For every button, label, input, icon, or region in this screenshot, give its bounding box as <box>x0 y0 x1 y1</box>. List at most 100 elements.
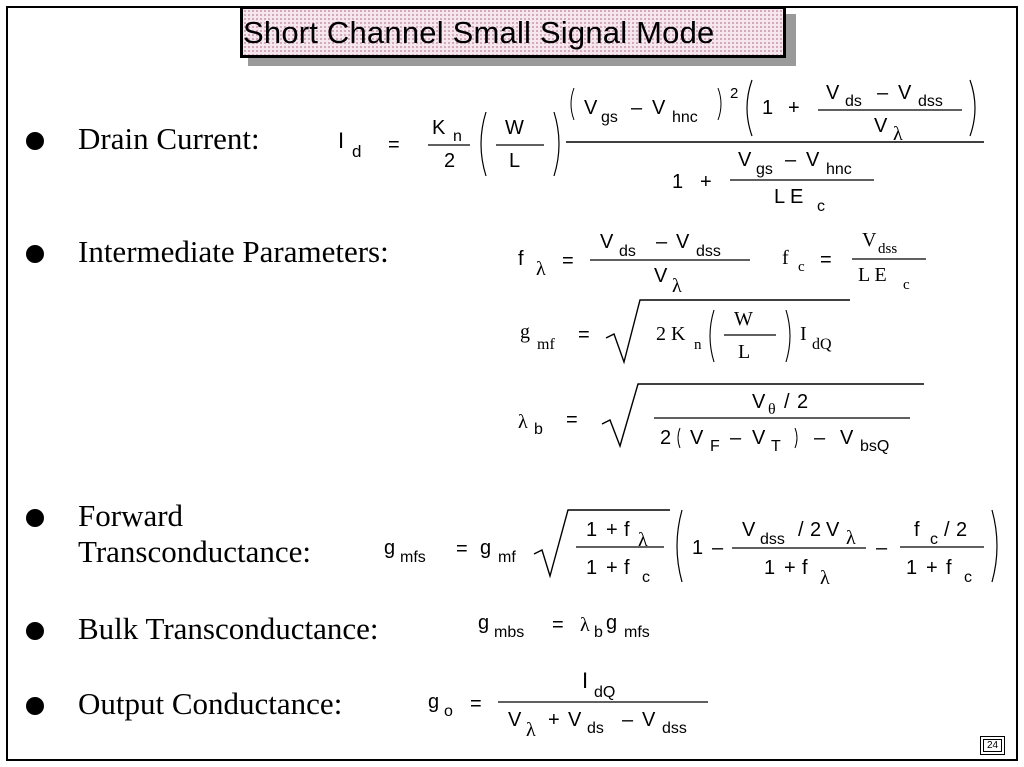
bullet-forward-transconductance: Forward Transconductance: <box>26 498 311 570</box>
lambda-symbol: λ <box>518 411 528 433</box>
var-f: f <box>782 247 789 269</box>
slide-title: Short Channel Small Signal Mode <box>243 15 715 50</box>
page-number: 24 <box>983 739 1002 752</box>
sqrt-sign <box>533 509 670 579</box>
plus-sign: + <box>788 97 800 119</box>
paren-right <box>991 509 998 583</box>
sub-dss: dss <box>878 241 897 257</box>
sub-ds: ds <box>845 93 862 110</box>
var-V: V <box>568 709 582 731</box>
num-1: 1 <box>906 557 917 579</box>
sub-dss: dss <box>662 720 687 737</box>
var-V: V <box>652 97 666 119</box>
num-1: 1 <box>692 537 703 559</box>
equals-sign: = <box>470 693 482 715</box>
plus-sign: + <box>606 519 618 541</box>
sub-mfs: mfs <box>624 624 650 641</box>
var-V: V <box>752 427 766 449</box>
sub-dQ: dQ <box>594 684 615 701</box>
lambda-symbol: λ <box>536 258 546 280</box>
minus-sign: – <box>876 537 888 559</box>
slash: / <box>784 391 790 413</box>
equation-f-c: f c = V dss L E c <box>782 229 926 293</box>
var-V: V <box>742 519 756 541</box>
paren-right <box>969 79 976 137</box>
var-V: V <box>898 82 912 104</box>
var-V: V <box>690 427 704 449</box>
sqrt-sign <box>601 383 924 449</box>
sub-hnc: hnc <box>826 161 852 178</box>
num-1: 1 <box>764 557 775 579</box>
paren-right <box>794 427 798 449</box>
lambda-symbol: λ <box>846 527 856 549</box>
var-f: f <box>946 557 952 579</box>
lambda-symbol: λ <box>638 529 648 551</box>
sub-c: c <box>798 259 805 275</box>
sub-c: c <box>642 569 650 586</box>
equation-f-lambda: f λ = V ds – V dss V λ <box>518 231 750 297</box>
sub-T: T <box>771 438 781 455</box>
equation-g-o: g o = I dQ V λ + V ds – V dss <box>428 668 708 741</box>
equals-sign: = <box>388 134 400 156</box>
sub-n: n <box>453 128 462 145</box>
minus-sign: – <box>656 231 668 253</box>
var-V: V <box>752 391 766 413</box>
sub-mbs: mbs <box>494 624 524 641</box>
bullet-label: Output Conductance: <box>78 686 343 721</box>
var-V: V <box>840 427 854 449</box>
equation-g-mbs: g mbs = λ b g mfs <box>478 612 650 641</box>
minus-sign: – <box>814 427 826 449</box>
var-V: V <box>806 149 820 171</box>
equals-sign: = <box>820 249 832 271</box>
equals-sign: = <box>578 324 590 346</box>
sub-b: b <box>534 421 543 438</box>
bullet-label-line1: Forward <box>78 498 184 533</box>
num-1: 1 <box>672 171 683 193</box>
sub-b: b <box>594 624 603 641</box>
exponent-2: 2 <box>730 85 738 102</box>
var-f: f <box>914 519 920 541</box>
sub-mfs: mfs <box>400 549 426 566</box>
var-V: V <box>600 231 614 253</box>
equals-sign: = <box>562 250 574 272</box>
var-V: V <box>676 231 690 253</box>
sub-dQ: dQ <box>812 336 832 353</box>
var-V: V <box>738 149 752 171</box>
sub-c: c <box>903 277 910 293</box>
num-2: 2 <box>810 519 821 541</box>
num-2: 2 <box>956 519 967 541</box>
plus-sign: + <box>700 171 712 193</box>
bullet-bulk-transconductance: Bulk Transconductance: <box>26 611 379 647</box>
sub-bsQ: bsQ <box>860 438 889 455</box>
var-f: f <box>624 557 630 579</box>
var-g: g <box>480 537 491 559</box>
paren-left <box>480 111 487 177</box>
sub-dss: dss <box>918 93 943 110</box>
sub-gs: gs <box>756 161 773 178</box>
theta-symbol: θ <box>768 401 776 418</box>
var-L: L <box>738 341 750 363</box>
var-V: V <box>862 229 877 251</box>
paren-right <box>553 111 560 177</box>
num-1: 1 <box>586 557 597 579</box>
num-2: 2 <box>444 150 455 172</box>
num-2: 2 <box>797 391 808 413</box>
bullet-label-line2: Transconductance: <box>78 534 312 569</box>
lambda-symbol: λ <box>672 275 682 297</box>
var-f: f <box>624 519 630 541</box>
var-f: f <box>802 557 808 579</box>
var-V: V <box>642 709 656 731</box>
bullet-dot <box>26 245 44 263</box>
sub-d: d <box>352 142 361 161</box>
equation-drain-current: I d = K n 2 W L V gs – V hnc 2 1 + V ds … <box>338 79 984 215</box>
var-V: V <box>508 709 522 731</box>
plus-sign: + <box>548 709 560 731</box>
minus-sign: – <box>622 709 634 731</box>
paren-right <box>717 87 722 121</box>
var-I: I <box>800 323 807 345</box>
sub-o: o <box>444 703 453 720</box>
num-1: 1 <box>586 519 597 541</box>
bullet-output-conductance: Output Conductance: <box>26 686 342 722</box>
var-V: V <box>654 265 668 287</box>
sub-mf: mf <box>498 549 516 566</box>
